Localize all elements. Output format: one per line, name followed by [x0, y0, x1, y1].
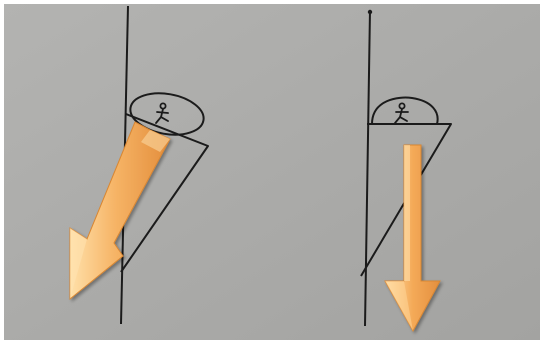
stick-figure-icon: [394, 102, 409, 124]
right-force-arrow: [384, 144, 441, 333]
stick-figure-icon: [155, 102, 169, 124]
left-panel: [69, 5, 209, 325]
right-head-oval: [371, 96, 439, 125]
left-triangle-outline: [120, 113, 209, 273]
right-line-top-dot: [367, 9, 373, 15]
paper-background: [4, 4, 540, 340]
right-triangle-outline: [360, 123, 452, 277]
right-panel: [360, 9, 452, 333]
left-force-arrow: [69, 121, 171, 301]
right-vertical-line: [364, 9, 371, 327]
left-head-oval: [129, 92, 205, 136]
